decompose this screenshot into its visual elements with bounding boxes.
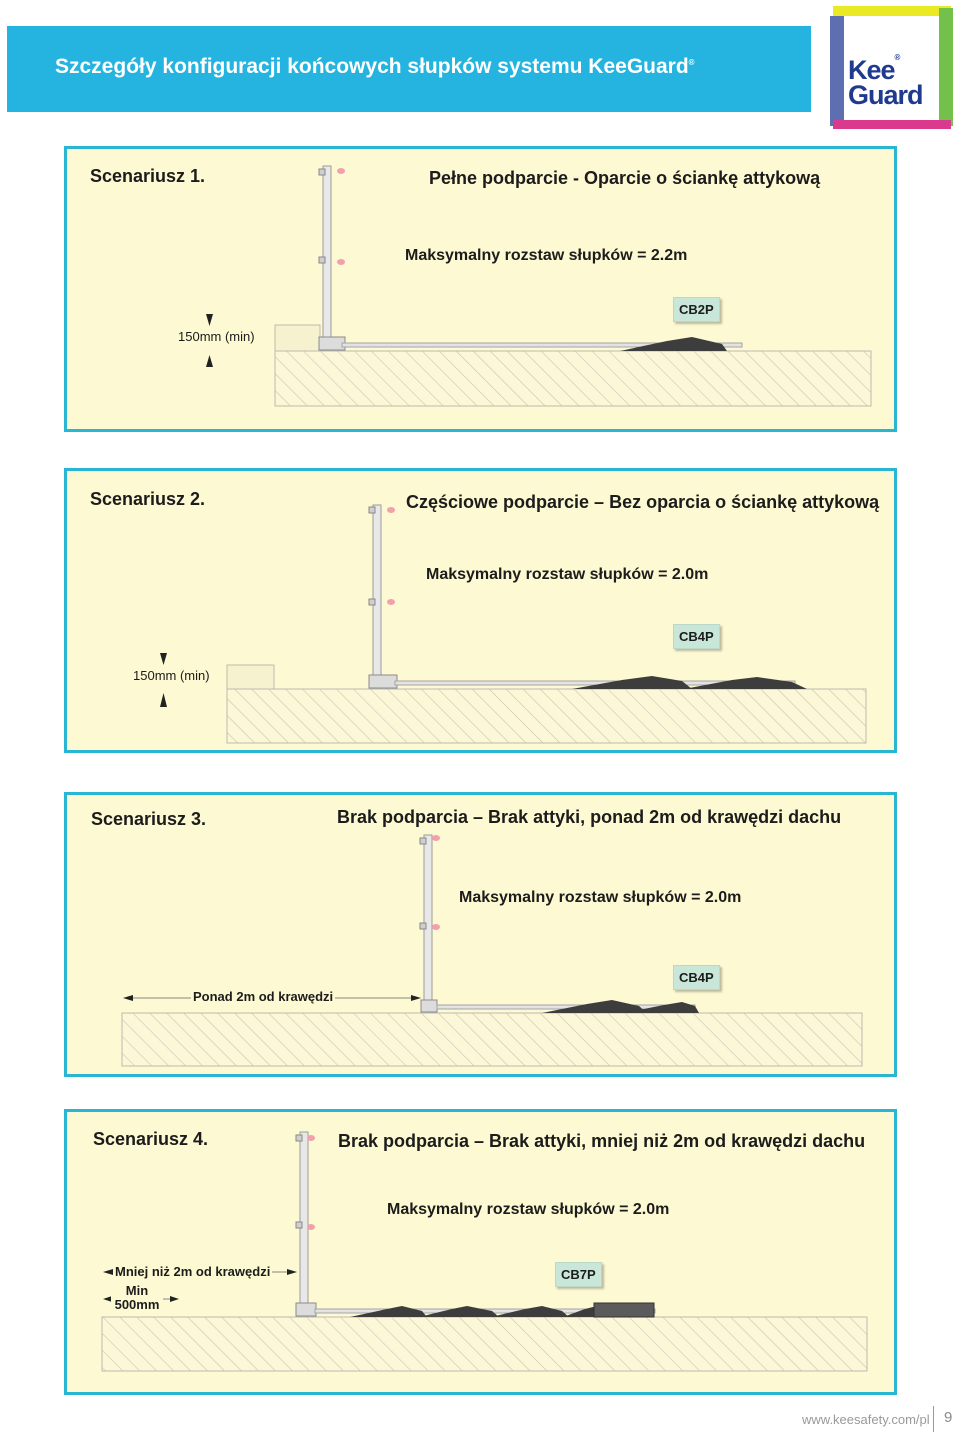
- scenario-2-spacing: Maksymalny rozstaw słupków = 2.0m: [426, 566, 709, 583]
- scenario-3-product-tag: CB4P: [673, 965, 720, 990]
- scenario-4-title: Brak podparcia – Brak attyki, mniej niż …: [338, 1131, 866, 1151]
- scenario-4-diagram: [101, 1131, 868, 1372]
- scenario-2-label: Scenariusz 2.: [90, 489, 206, 509]
- header-band: [7, 26, 811, 112]
- keeguard-logo: [830, 6, 953, 129]
- scenario-4-dimension: Mniej niż 2m od krawędzi: [113, 1264, 273, 1279]
- scenario-4-product-tag: CB7P: [555, 1262, 602, 1287]
- logo-wordmark: Kee®Guard: [848, 53, 924, 110]
- page-title: Szczegóły konfiguracji końcowych słupków…: [55, 55, 695, 78]
- scenario-4-label: Scenariusz 4.: [93, 1129, 209, 1149]
- scenario-1-label: Scenariusz 1.: [90, 166, 206, 186]
- scenario-3-dimension: Ponad 2m od krawędzi: [191, 989, 336, 1004]
- scenario-3-diagram: [121, 834, 863, 1067]
- scenario-4-spacing: Maksymalny rozstaw słupków = 2.0m: [387, 1201, 670, 1218]
- scenario-2-product-tag: CB4P: [673, 624, 720, 649]
- scenario-3-panel: Scenariusz 3. Brak podparcia – Brak atty…: [64, 792, 897, 1077]
- scenario-1-dimension: 150mm (min): [178, 329, 255, 344]
- scenario-1-diagram: [206, 165, 872, 407]
- scenario-3-label: Scenariusz 3.: [91, 809, 207, 829]
- scenario-1-spacing: Maksymalny rozstaw słupków = 2.2m: [405, 247, 688, 264]
- scenario-1-title: Pełne podparcie - Oparcie o ściankę atty…: [429, 168, 821, 188]
- scenario-2-panel: Scenariusz 2. Częściowe podparcie – Bez …: [64, 468, 897, 753]
- scenario-3-spacing: Maksymalny rozstaw słupków = 2.0m: [459, 889, 742, 906]
- footer-url[interactable]: www.keesafety.com/pl: [802, 1412, 930, 1427]
- scenario-1-product-tag: CB2P: [673, 297, 720, 322]
- scenario-4-panel: Scenariusz 4. Brak podparcia – Brak atty…: [64, 1109, 897, 1395]
- scenario-2-title: Częściowe podparcie – Bez oparcia o ścia…: [406, 492, 880, 512]
- scenario-2-dimension: 150mm (min): [133, 668, 210, 683]
- scenario-1-panel: Scenariusz 1. Pełne podparcie - Oparcie …: [64, 146, 897, 432]
- scenario-4-dimension-min: Min 500mm: [111, 1284, 163, 1312]
- footer-divider: [933, 1406, 934, 1432]
- scenario-3-title: Brak podparcia – Brak attyki, ponad 2m o…: [337, 807, 842, 827]
- scenario-2-diagram: [160, 504, 867, 744]
- page-number: 9: [944, 1409, 953, 1426]
